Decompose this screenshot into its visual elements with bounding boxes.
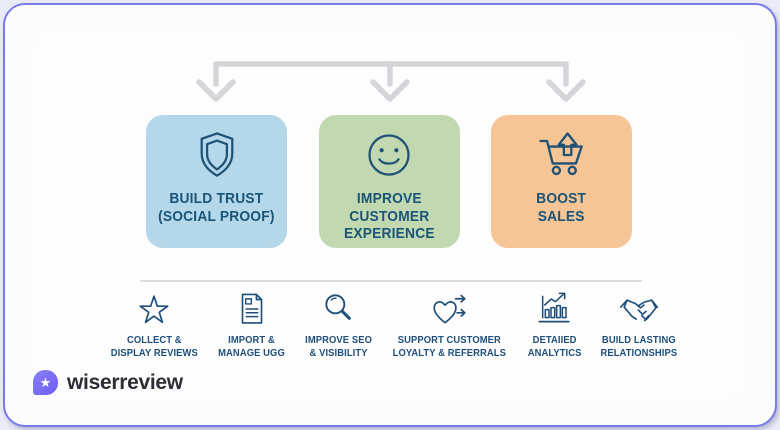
box-boost-sales: BOOST SALES bbox=[491, 115, 632, 248]
feature-label: BUILD LASTING RELATIONSHIPS bbox=[601, 334, 678, 360]
outcome-boxes: BUILD TRUST (SOCIAL PROOF) IMPROVE CUSTO… bbox=[146, 115, 632, 248]
feature-label-line: & VISIBILITY bbox=[309, 348, 368, 359]
star-icon bbox=[134, 289, 174, 329]
shield-icon bbox=[190, 127, 244, 183]
feature-label-line: DETAIIED bbox=[532, 335, 577, 346]
document-icon bbox=[233, 289, 271, 329]
divider bbox=[140, 280, 642, 282]
feature-label: SUPPORT CUSTOMER LOYALTY & REFERRALS bbox=[393, 334, 506, 360]
feature-label: DETAIIED ANALYTICS bbox=[527, 334, 581, 360]
box-title-line: IMPROVE bbox=[356, 190, 422, 207]
feature-label-line: MANAGE UGG bbox=[218, 348, 286, 359]
feature-label: IMPORT & MANAGE UGG bbox=[218, 334, 285, 360]
feature-import-manage-ugc: IMPORT & MANAGE UGG bbox=[216, 289, 287, 360]
three-branch-down-arrows bbox=[196, 61, 586, 102]
feature-label: COLLECT & DISPLAY REVIEWS bbox=[111, 334, 198, 360]
smiley-icon bbox=[363, 127, 415, 183]
brand-name: wiserreview bbox=[67, 370, 183, 394]
feature-label-line: IMPORT & bbox=[228, 335, 276, 346]
box-improve-customer-experience: IMPROVE CUSTOMER EXPERIENCE bbox=[318, 115, 460, 248]
box-title-line: BUILD TRUST bbox=[169, 190, 264, 207]
box-title: BUILD TRUST (SOCIAL PROOF) bbox=[158, 190, 275, 225]
box-build-trust: BUILD TRUST (SOCIAL PROOF) bbox=[146, 115, 287, 248]
feature-label-line: SUPPORT CUSTOMER bbox=[398, 335, 502, 346]
brand-logo: ★ wiserreview bbox=[33, 370, 183, 395]
feature-label-line: DISPLAY REVIEWS bbox=[110, 348, 198, 359]
feature-customer-loyalty-referrals: SUPPORT CUSTOMER LOYALTY & REFERRALS bbox=[389, 289, 510, 360]
box-title-line: SALES bbox=[538, 207, 585, 225]
magnifier-icon bbox=[318, 289, 358, 329]
feature-detailed-analytics: DETAIIED ANALYTICS bbox=[526, 289, 583, 360]
bar-chart-icon bbox=[534, 289, 574, 329]
feature-label-line: RELATIONSHIPS bbox=[600, 348, 678, 359]
feature-improve-seo-visibility: IMPROVE SEO & VISIBILITY bbox=[303, 289, 374, 360]
features-row: COLLECT & DISPLAY REVIEWS IMPORT & MANAG… bbox=[108, 289, 680, 360]
handshake-icon bbox=[616, 289, 662, 329]
feature-label: IMPROVE SEO & VISIBILITY bbox=[305, 334, 372, 360]
feature-collect-display-reviews: COLLECT & DISPLAY REVIEWS bbox=[108, 289, 201, 360]
box-title-line: CUSTOMER bbox=[348, 207, 430, 225]
box-title-line: (SOCIAL PROOF) bbox=[158, 207, 275, 225]
star-bubble-icon: ★ bbox=[33, 370, 58, 395]
heart-arrows-icon bbox=[428, 289, 472, 329]
box-title: BOOST SALES bbox=[537, 190, 587, 225]
feature-label-line: COLLECT & bbox=[126, 335, 182, 346]
box-title-line: BOOST bbox=[536, 190, 587, 207]
feature-label-line: IMPROVE SEO bbox=[304, 335, 372, 346]
feature-label-line: LOYALTY & REFERRALS bbox=[392, 348, 507, 359]
feature-label-line: ANALYTICS bbox=[527, 348, 582, 359]
feature-label-line: BUILD LASTING bbox=[602, 335, 677, 346]
cart-up-arrow-icon bbox=[534, 127, 590, 183]
feature-build-relationships: BUILD LASTING RELATIONSHIPS bbox=[598, 289, 680, 360]
box-title-line: EXPERIENCE bbox=[343, 225, 435, 243]
box-title: IMPROVE CUSTOMER EXPERIENCE bbox=[344, 190, 435, 243]
